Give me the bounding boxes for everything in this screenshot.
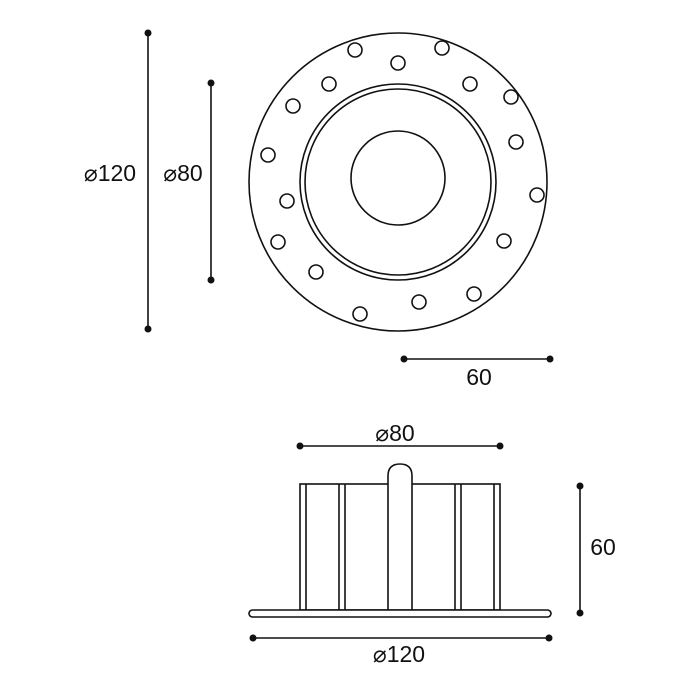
height-label: 60 — [590, 534, 616, 560]
mounting-hole — [466, 286, 482, 302]
dimension-end-dot — [545, 634, 553, 642]
inner-diameter-label: ⌀80 — [163, 160, 202, 186]
mounting-hole — [279, 193, 295, 209]
dimension-end-dot — [400, 355, 408, 363]
dimension-end-dot — [144, 29, 152, 37]
inner-ring-inner-circle — [304, 88, 492, 276]
mounting-hole — [411, 294, 427, 310]
outer-diameter-label: ⌀120 — [84, 160, 136, 186]
mounting-hole — [462, 76, 478, 92]
mounting-hole — [503, 89, 519, 105]
mounting-hole — [260, 147, 276, 163]
mounting-hole — [508, 134, 524, 150]
dimension-end-dot — [576, 482, 584, 490]
top-diameter-label: ⌀80 — [375, 420, 414, 446]
mounting-hole — [308, 264, 324, 280]
dimension-end-dot — [207, 79, 215, 87]
mounting-hole — [321, 76, 337, 92]
dimension-end-dot — [546, 355, 554, 363]
dimension-end-dot — [296, 442, 304, 450]
dimension-end-dot — [207, 276, 215, 284]
top-view — [248, 32, 548, 332]
center-post — [387, 463, 413, 611]
mounting-hole — [352, 306, 368, 322]
mounting-hole — [390, 55, 406, 71]
inner-ring-outer-circle — [299, 83, 497, 281]
mounting-hole — [285, 98, 301, 114]
dimension-end-dot — [249, 634, 257, 642]
mounting-hole — [270, 234, 286, 250]
dimension-end-dot — [576, 609, 584, 617]
side-view — [248, 463, 552, 618]
outer-flange-circle — [248, 32, 548, 332]
flange-base — [248, 609, 552, 618]
mounting-hole — [496, 233, 512, 249]
mounting-hole — [529, 187, 545, 203]
bottom-diameter-label: ⌀120 — [373, 641, 425, 667]
dimension-end-dot — [496, 442, 504, 450]
dimension-end-dot — [144, 325, 152, 333]
mounting-holes — [260, 40, 545, 322]
center-opening-circle — [350, 130, 446, 226]
width-label: 60 — [466, 364, 492, 390]
mounting-hole — [434, 40, 450, 56]
mounting-hole — [347, 42, 363, 58]
